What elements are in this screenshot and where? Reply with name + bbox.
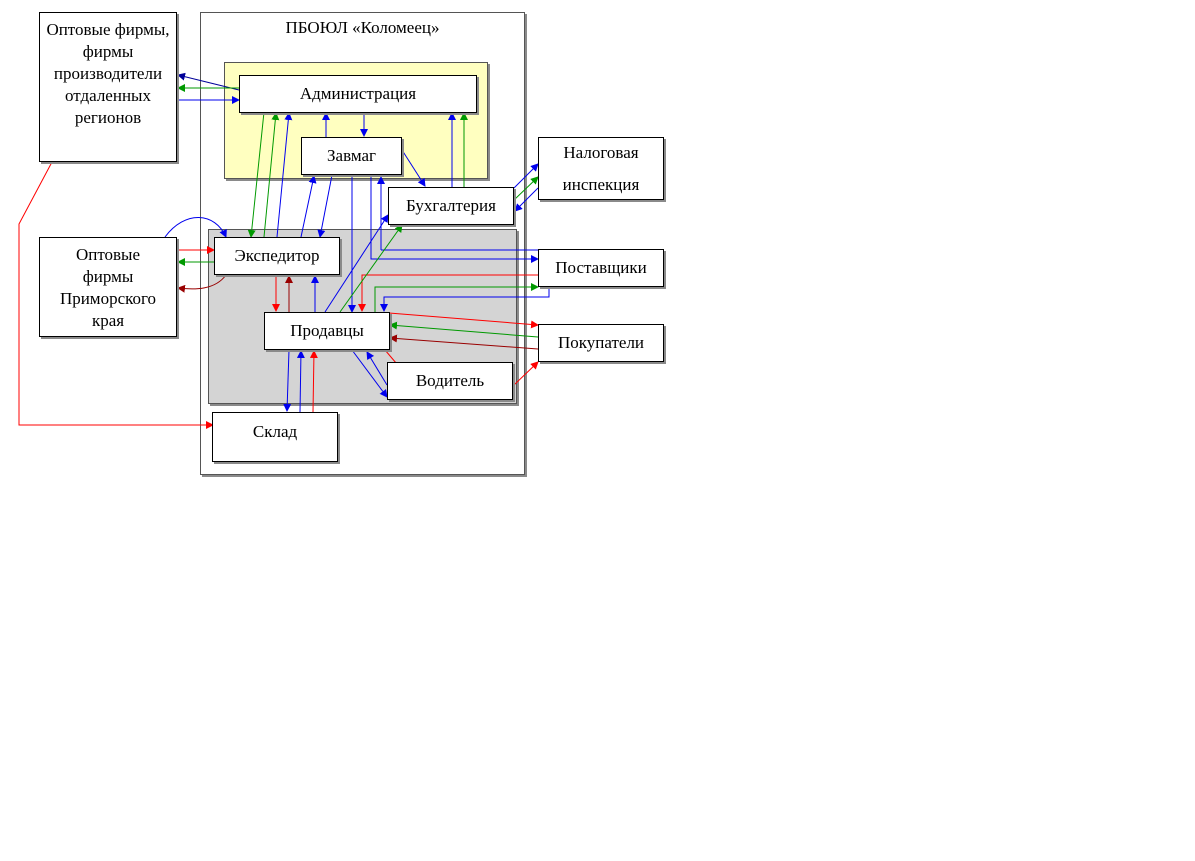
- link-warehouse-to-sellers-red: [309, 350, 318, 413]
- link-sellers-to-warehouse-blue: [283, 349, 292, 412]
- node-label: Покупатели: [557, 333, 645, 352]
- node-label: Продавцы: [290, 321, 364, 340]
- node-label: Налоговая инспекция: [562, 142, 640, 194]
- link-forwarder-to-admin-green: [263, 112, 280, 238]
- link-sellers-to-suppliers-green: [374, 283, 539, 312]
- node-administration[interactable]: Администрация: [239, 75, 477, 113]
- organization-title: ПБОЮЛ «Коломеец»: [285, 18, 440, 37]
- link-storemgr-to-forwarder: [317, 174, 333, 238]
- link-driver-to-sellers-blue: [366, 351, 388, 386]
- link-remote-to-warehouse: [18, 161, 214, 429]
- node-label: Оптовые фирмы, фирмы производители отдал…: [46, 20, 170, 127]
- link-sellers-to-buyers-red: [388, 312, 539, 329]
- link-accounting-to-tax-green: [513, 176, 539, 201]
- node-accounting[interactable]: Бухгалтерия: [388, 187, 514, 225]
- link-forwarder-to-admin-blue: [276, 112, 293, 238]
- link-forwarder-to-storemgr: [300, 175, 317, 238]
- link-suppliers-to-sellers-red: [358, 274, 538, 312]
- link-sellers-to-driver-blue: [351, 349, 388, 398]
- link-buyers-to-sellers-green: [389, 321, 539, 338]
- link-storemgr-to-suppliers: [370, 175, 539, 263]
- node-wholesale-primorsky[interactable]: Оптовые фирмы Приморского края: [39, 237, 177, 337]
- node-label: Склад: [252, 422, 298, 441]
- link-buyers-to-sellers-darkred: [389, 334, 539, 350]
- link-accounting-to-tax-blue: [513, 163, 539, 189]
- link-sellers-to-accounting-blue: [324, 214, 389, 313]
- link-tax-to-accounting: [514, 187, 539, 212]
- link-primorsky-to-forwarder-blue: [164, 217, 227, 238]
- node-label: Поставщики: [555, 258, 647, 277]
- node-sellers[interactable]: Продавцы: [264, 312, 390, 350]
- link-admin-to-forwarder-green: [247, 111, 265, 238]
- node-warehouse[interactable]: Склад: [212, 412, 338, 462]
- link-warehouse-to-sellers-blue: [296, 350, 305, 413]
- node-label: Оптовые фирмы Приморского края: [59, 245, 157, 330]
- link-forwarder-to-primorsky-darkred: [177, 274, 227, 293]
- node-buyers[interactable]: Покупатели: [538, 324, 664, 362]
- node-tax-inspection[interactable]: Налоговая инспекция: [538, 137, 664, 200]
- node-suppliers[interactable]: Поставщики: [538, 249, 664, 287]
- node-forwarder[interactable]: Экспедитор: [214, 237, 340, 275]
- link-driver-to-buyers: [513, 361, 539, 386]
- node-label: Завмаг: [327, 146, 376, 165]
- node-label: Бухгалтерия: [406, 196, 496, 215]
- node-wholesale-remote[interactable]: Оптовые фирмы, фирмы производители отдал…: [39, 12, 177, 162]
- node-driver[interactable]: Водитель: [387, 362, 513, 400]
- link-sellers-to-accounting-green: [339, 224, 403, 313]
- node-store-manager[interactable]: Завмаг: [301, 137, 402, 175]
- node-label: Экспедитор: [234, 246, 320, 265]
- link-suppliers-to-sellers-blue: [380, 288, 550, 312]
- node-label: Администрация: [299, 84, 417, 103]
- link-storemgr-to-accounting: [401, 149, 426, 187]
- node-label: Водитель: [415, 371, 485, 390]
